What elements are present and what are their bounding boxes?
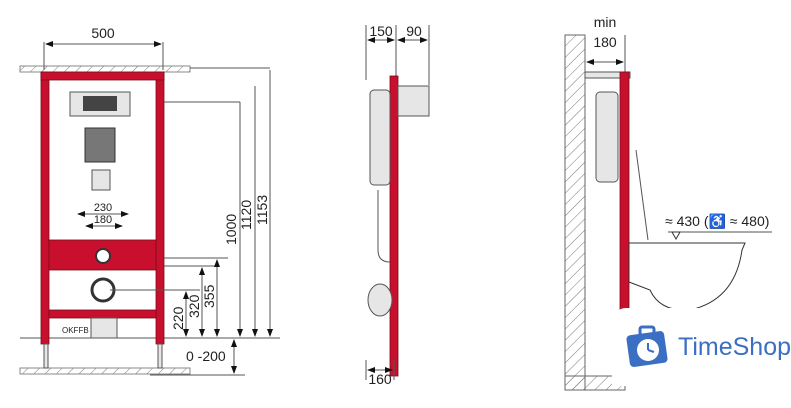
ceiling-hatch — [19, 65, 191, 73]
side-view: 150 90 160 — [365, 23, 430, 387]
timeshop-logo: TimeShop — [612, 308, 791, 386]
frame-top-rail — [40, 71, 165, 81]
okffb-label: OKFFB — [62, 326, 89, 335]
inner-180-label: 180 — [94, 214, 112, 226]
width-label: 500 — [91, 25, 115, 41]
depth-90-label: 90 — [406, 23, 422, 39]
cistern-outlet — [91, 169, 111, 191]
frame-side — [389, 75, 399, 377]
height-220-label: 220 — [170, 306, 186, 330]
foot-160-label: 160 — [368, 371, 392, 387]
water-inlet — [95, 248, 111, 264]
frame-bottom-rail — [48, 309, 157, 319]
flush-plate-side — [397, 85, 430, 117]
height-320-label: 320 — [186, 294, 202, 318]
frame-post-right — [155, 71, 165, 345]
floor-adjust-label: 0 -200 — [186, 348, 226, 364]
frame-post-left — [40, 71, 50, 345]
min-depth-label: 180 — [593, 34, 617, 50]
cistern-side — [369, 89, 391, 186]
height-1120-label: 1120 — [238, 200, 254, 230]
toilet-bowl — [628, 242, 746, 311]
inner-230-label: 230 — [94, 202, 112, 214]
leg-left — [43, 343, 49, 369]
wall-hatch — [564, 34, 586, 391]
min-label: min — [594, 14, 617, 30]
toilet-lid — [635, 149, 649, 241]
cistern-install — [595, 91, 619, 183]
front-view: 500 230 180 1000 1120 1153 355 320 220 0… — [19, 25, 280, 376]
logo-text: TimeShop — [677, 332, 791, 361]
depth-150-label: 150 — [369, 23, 393, 39]
height-355-label: 355 — [201, 284, 217, 308]
seat-height-label: ≈ 430 (♿ ≈ 480) — [665, 213, 769, 230]
cistern-label — [84, 127, 116, 163]
clock-bag-icon — [626, 325, 668, 367]
floor-hatch — [19, 367, 191, 375]
install-view: min 180 ≈ 430 (♿ ≈ 480) — [564, 14, 772, 391]
leg-right — [157, 343, 163, 369]
drain-side — [367, 283, 393, 317]
height-1000-label: 1000 — [223, 214, 239, 245]
height-1153-label: 1153 — [254, 195, 270, 225]
